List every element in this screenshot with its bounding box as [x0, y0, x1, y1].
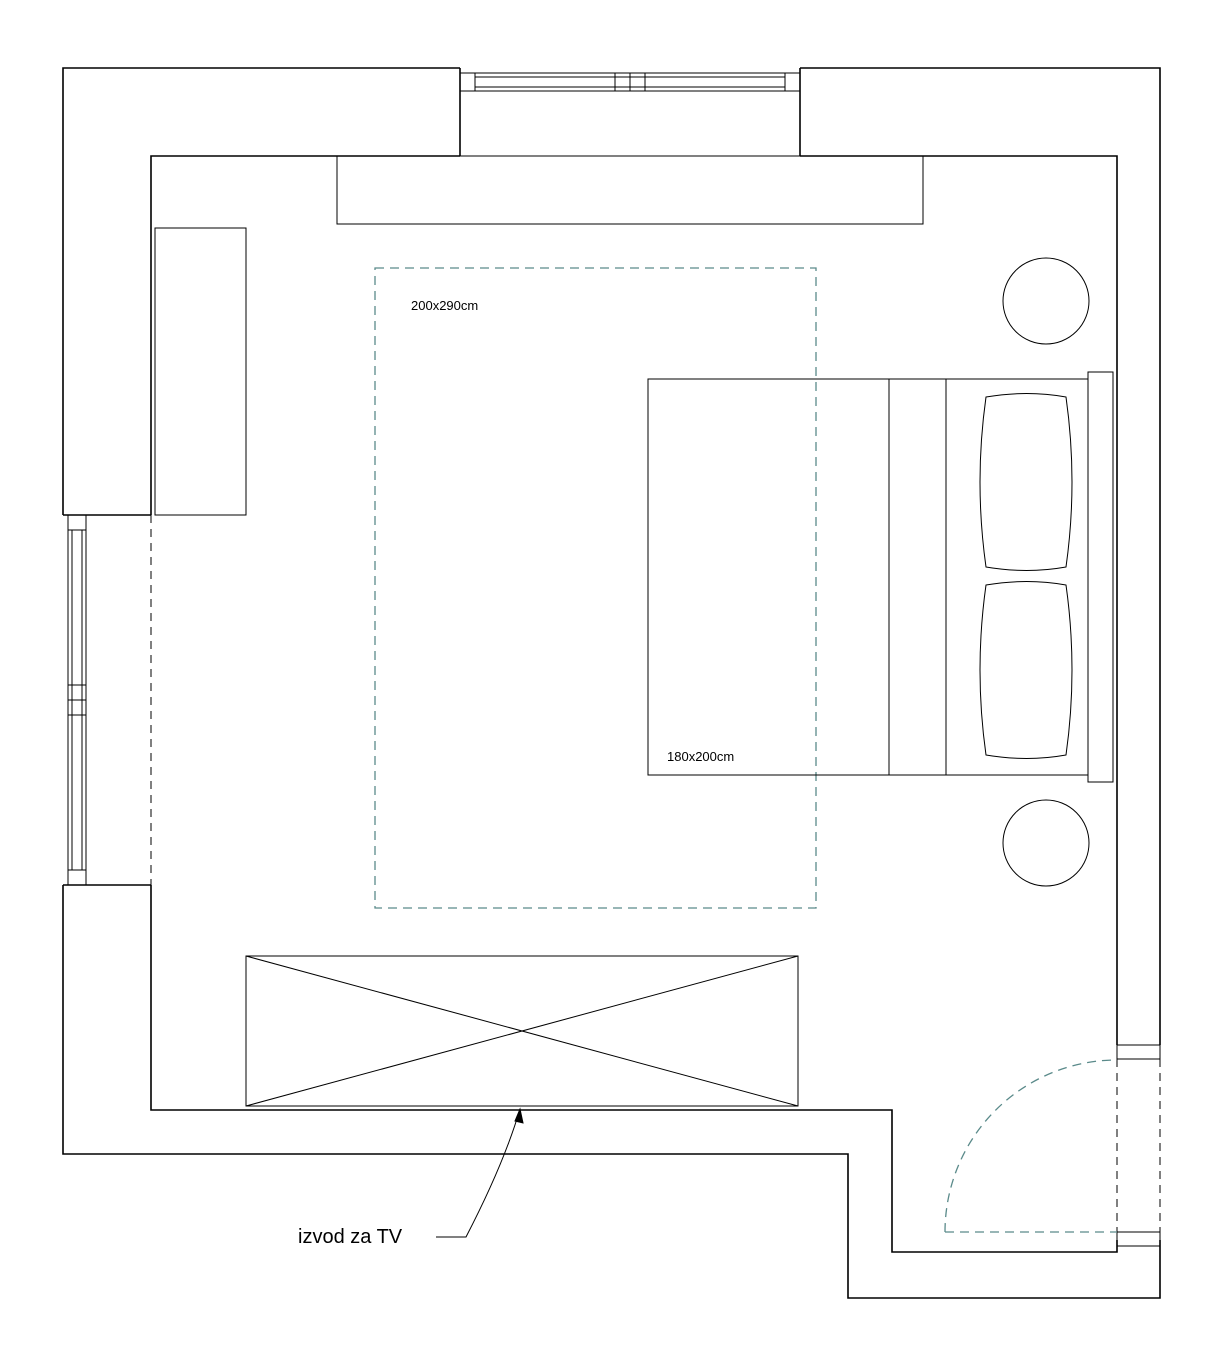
pillow: [979, 581, 1073, 759]
rug-outline: [374, 267, 817, 909]
inner-walls: [63, 68, 1118, 1253]
door-swing-arc: [944, 1059, 1118, 1233]
left-cabinet: [154, 227, 247, 516]
pillow: [979, 393, 1073, 571]
bed-size-label: 180x200cm: [667, 749, 734, 764]
tv-unit: [245, 955, 799, 1107]
nightstand-bottom: [1002, 799, 1090, 887]
outer-walls: [62, 67, 1161, 1299]
window-left: [67, 514, 152, 886]
bed: [647, 371, 1114, 783]
door: [944, 1044, 1161, 1247]
nightstand-top: [1002, 257, 1090, 345]
window-top: [459, 72, 801, 92]
top-cabinet: [336, 155, 924, 225]
arrow-head-icon: [514, 1107, 524, 1124]
rug-size-label: 200x290cm: [411, 298, 478, 313]
tv-outlet-leader: [436, 1107, 524, 1238]
tv-outlet-label: izvod za TV: [298, 1226, 403, 1248]
bed-headboard: [1087, 371, 1114, 783]
